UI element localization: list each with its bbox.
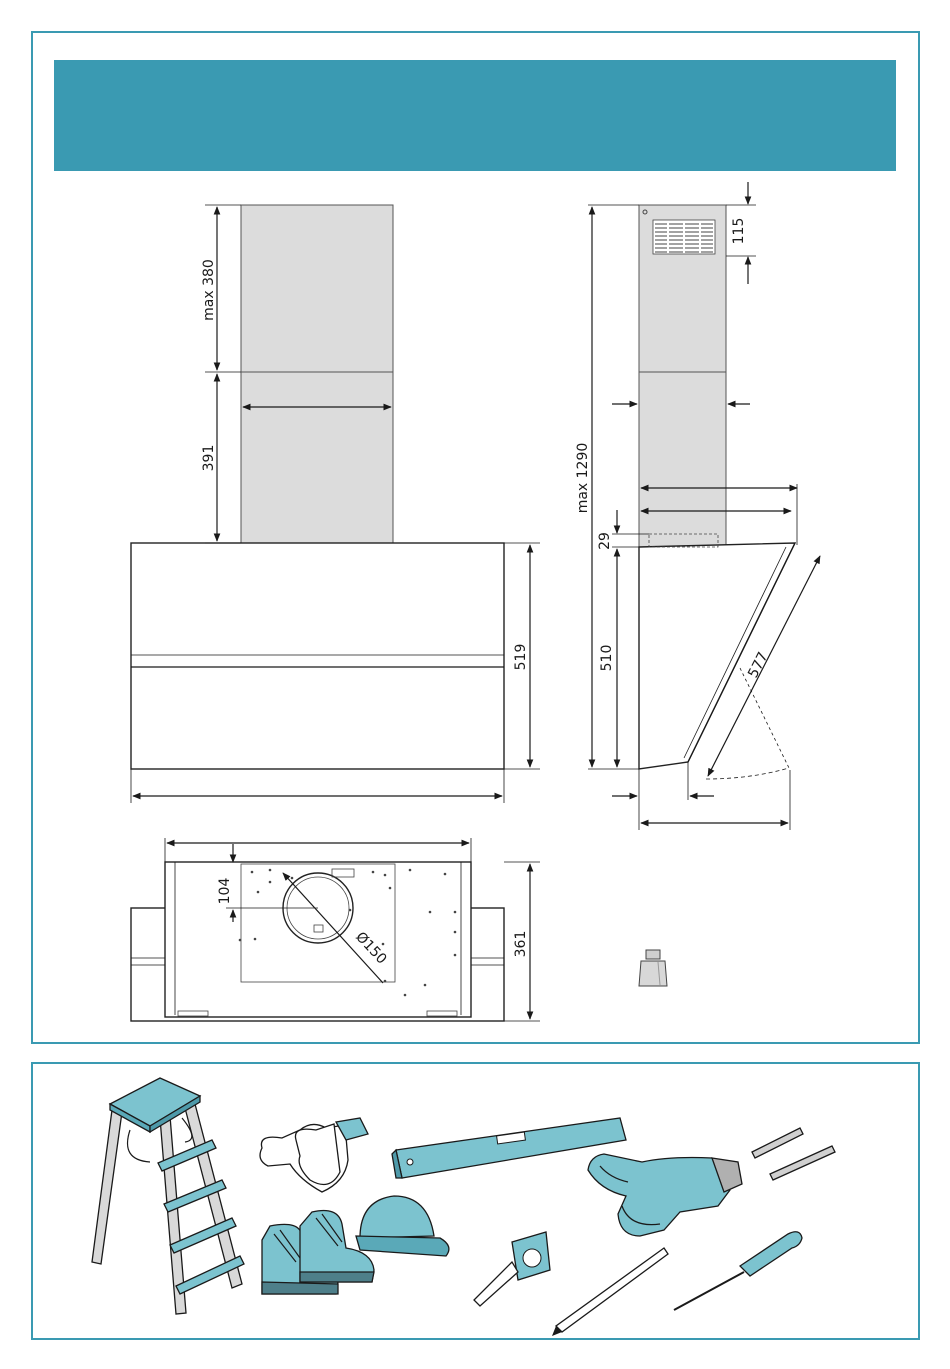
side-chimney-lower — [639, 372, 726, 547]
drill-bit-icon — [752, 1128, 835, 1180]
dim-max-380: max 380 — [201, 259, 217, 321]
dim-361: 361 — [513, 931, 529, 958]
front-view: max 380 391 519 — [131, 205, 540, 803]
weight-icon — [639, 950, 667, 986]
dim-29: 29 — [597, 532, 613, 550]
dim-577: 577 — [745, 650, 771, 681]
tape-measure-icon — [474, 1232, 550, 1306]
gloves-icon — [260, 1118, 368, 1192]
hard-hat-icon — [356, 1196, 449, 1256]
drill-icon — [588, 1154, 742, 1236]
screwdriver-icon — [674, 1232, 802, 1310]
dim-519: 519 — [513, 644, 529, 671]
front-chimney-lower — [241, 372, 393, 543]
pencil-icon — [552, 1248, 668, 1336]
dim-391: 391 — [201, 445, 217, 472]
front-hood-body — [131, 543, 504, 769]
bottom-view: 104 Ø150 361 — [131, 838, 540, 1021]
stepladder-icon — [92, 1078, 244, 1314]
dim-115: 115 — [731, 218, 747, 245]
safety-boots-icon — [262, 1211, 374, 1295]
side-view: max 1290 115 29 510 577 — [575, 182, 820, 830]
dim-510: 510 — [599, 645, 615, 672]
dim-max-1290: max 1290 — [575, 443, 591, 514]
front-chimney-upper — [241, 205, 393, 372]
dim-104: 104 — [217, 878, 233, 905]
